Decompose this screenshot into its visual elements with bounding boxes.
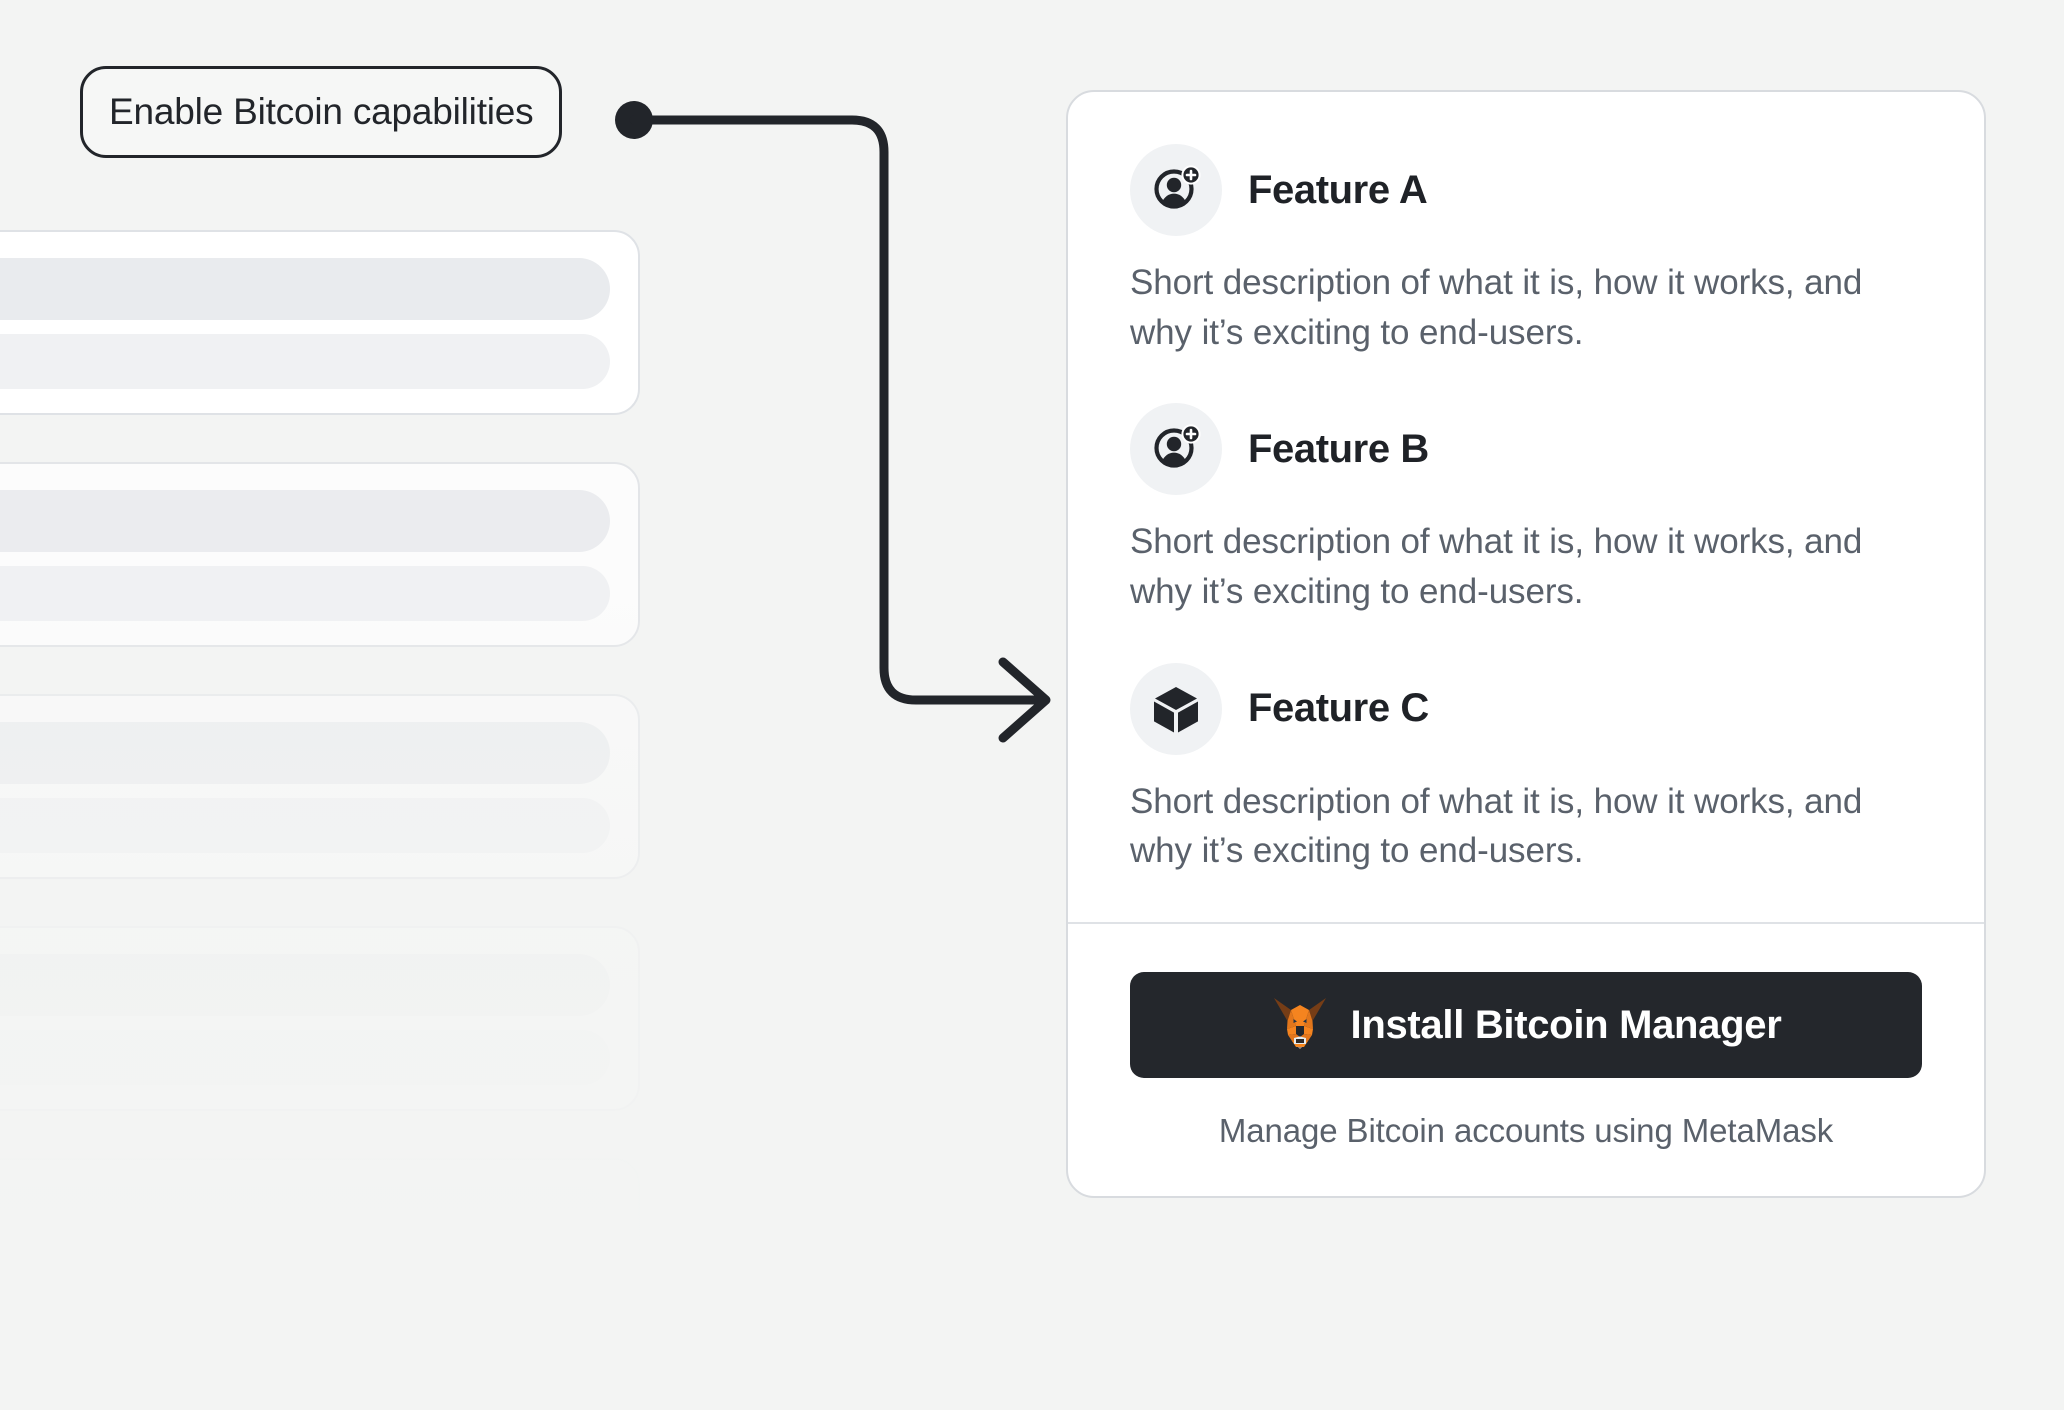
feature-title: Feature B [1248,426,1429,471]
feature-header: Feature B [1130,403,1922,496]
add-user-icon [1130,403,1222,496]
metamask-fox-icon [1271,996,1329,1055]
feature-item-a: Feature A Short description of what it i… [1130,144,1922,357]
feature-header: Feature C [1130,662,1922,755]
feature-title: Feature C [1248,686,1429,731]
feature-description: Short description of what it is, how it … [1130,263,1863,352]
placeholder-bar [0,954,610,1016]
placeholder-bar [0,1262,610,1317]
footer-caption: Manage Bitcoin accounts using MetaMask [1218,1112,1834,1150]
connector-anchor-dot [615,101,653,139]
placeholder-card [0,694,640,879]
feature-item-c: Feature C Short description of what it i… [1130,662,1922,876]
placeholder-bar [0,1186,610,1248]
annotation-callout-label: Enable Bitcoin capabilities [109,91,534,132]
placeholder-bar [0,798,610,853]
placeholder-card [0,1158,640,1343]
placeholder-bar [0,566,610,621]
connector-arrowhead [998,657,1051,743]
cube-icon [1130,662,1222,755]
placeholder-bar [0,258,610,320]
feature-header: Feature A [1130,144,1922,236]
placeholder-bar [0,722,610,784]
placeholder-bar [0,334,610,389]
placeholder-card [0,462,640,647]
placeholder-bar [0,490,610,552]
feature-list: Feature A Short description of what it i… [1068,92,1984,922]
card-divider [1068,922,1984,925]
install-button-label: Install Bitcoin Manager [1350,1002,1782,1047]
connector-path [629,115,1050,705]
install-bitcoin-manager-button[interactable]: Install Bitcoin Manager [1130,972,1922,1079]
annotation-callout-chip: Enable Bitcoin capabilities [80,66,563,158]
feature-title: Feature A [1248,167,1428,212]
feature-item-b: Feature B Short description of what it i… [1130,403,1922,616]
placeholder-card [0,926,640,1111]
feature-card: Feature A Short description of what it i… [1066,90,1986,1199]
add-user-icon [1130,144,1222,236]
background-placeholder-list [0,230,640,1410]
placeholder-fade-overlay [0,230,650,1410]
placeholder-bar [0,1030,610,1085]
feature-description: Short description of what it is, how it … [1130,522,1863,612]
card-footer: Install Bitcoin Manager Manage Bitcoin a… [1068,924,1984,1196]
feature-description: Short description of what it is, how it … [1130,781,1863,871]
placeholder-card [0,230,640,415]
